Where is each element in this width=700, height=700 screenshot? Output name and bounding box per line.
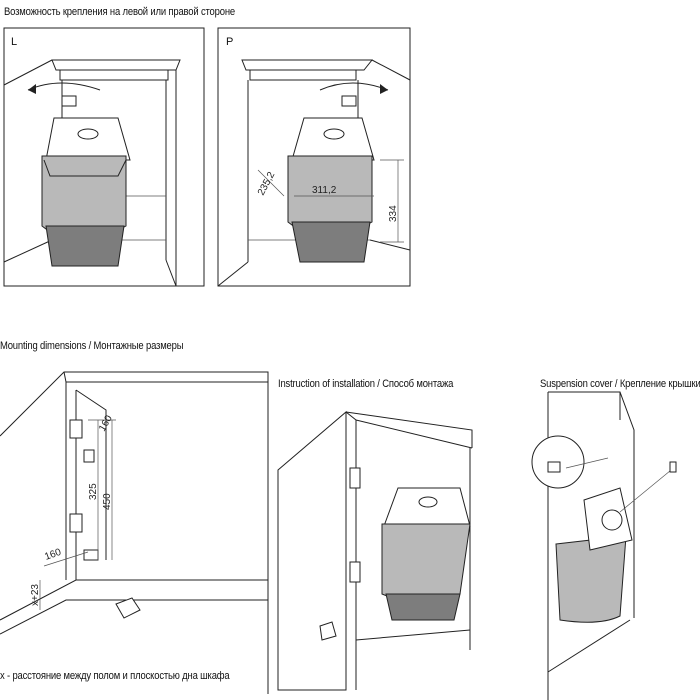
mounting-heading: Mounting dimensions / Монтажные размеры [0,340,184,352]
top-heading: Возможность крепления на левой или право… [4,6,235,18]
mount-dim-160-top: 160 [97,413,115,433]
installation-drawing [277,410,473,691]
right-bin [287,117,375,263]
mounting-dimensions-drawing [0,371,269,694]
mount-dim-x23: x+23 [30,584,41,606]
installation-heading: Instruction of installation / Способ мон… [278,378,454,390]
left-mount-tag: L [11,36,18,48]
suspension-heading: Suspension cover / Крепление крышки [540,378,700,390]
width-dimension: 311,2 [312,185,337,196]
depth-dimension: 235,2 [256,170,278,198]
mount-dim-325: 325 [88,483,99,500]
mounting-footnote: x - расстояние между полом и плоскостью … [0,670,230,682]
height-dimension: 334 [388,205,399,222]
install-bin [381,487,471,621]
mount-dim-450: 450 [102,493,113,510]
suspension-bin [555,461,677,623]
left-bin [41,117,131,267]
mount-dim-160-bottom: 160 [43,547,63,563]
suspension-drawing [531,391,677,700]
right-mount-tag: P [226,36,234,48]
right-mount-panel [217,27,411,287]
left-mount-panel [3,27,205,287]
